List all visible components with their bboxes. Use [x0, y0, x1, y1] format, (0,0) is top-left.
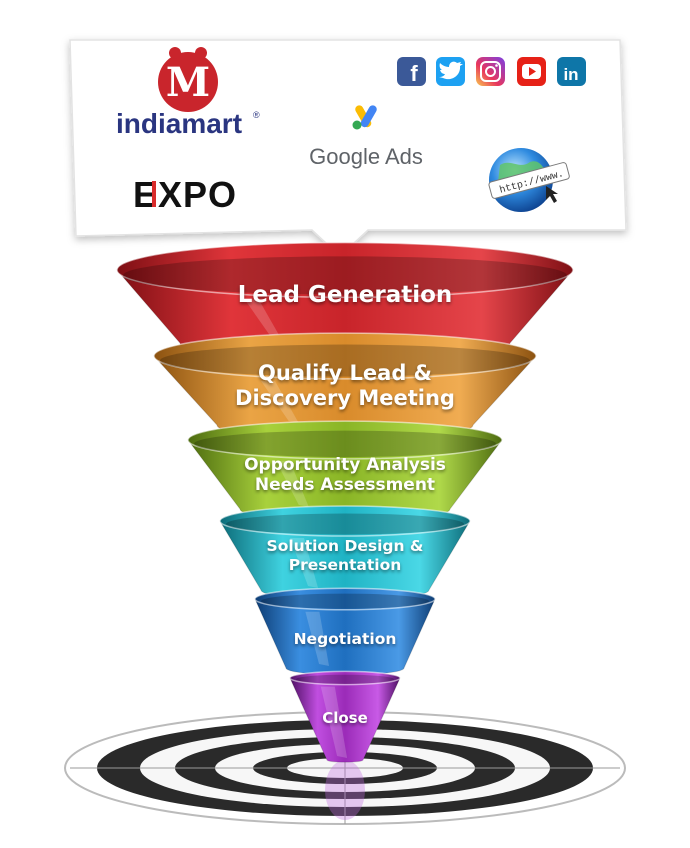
- social-icons: f in: [397, 57, 586, 86]
- linkedin-icon: in: [557, 57, 586, 86]
- expo-logo: EXPO: [133, 174, 237, 215]
- twitter-icon: [436, 57, 465, 86]
- funnel: [115, 241, 575, 763]
- stage-qualify-lead: Qualify Lead & Discovery Meeting: [0, 361, 690, 411]
- facebook-icon: f: [397, 57, 426, 86]
- stage-label-line: Negotiation: [293, 630, 397, 648]
- svg-text:in: in: [563, 65, 578, 84]
- google-ads-logo: Google Ads: [309, 105, 423, 169]
- stage-lead-generation: Lead Generation: [0, 282, 690, 308]
- funnel-segment-opportunity-analysis: [186, 420, 504, 523]
- funnel-segment-close: [289, 670, 401, 763]
- indiamart-wordmark: indiamart: [116, 108, 242, 139]
- stage-label-line: Discovery Meeting: [235, 386, 455, 411]
- funnel-segment-negotiation: [254, 587, 436, 676]
- youtube-icon: [517, 57, 546, 86]
- stage-label-line: Lead Generation: [237, 282, 453, 308]
- svg-text:EXPO: EXPO: [133, 174, 237, 215]
- stage-label-line: Opportunity Analysis: [244, 455, 446, 475]
- google-ads-icon: [352, 105, 377, 130]
- svg-text:f: f: [410, 61, 418, 86]
- svg-text:M: M: [166, 59, 210, 106]
- stage-label-line: Qualify Lead &: [258, 361, 432, 385]
- stage-opportunity-analysis: Opportunity Analysis Needs Assessment: [0, 455, 690, 496]
- stage-label-line: Close: [322, 709, 368, 727]
- stage-label-line: Needs Assessment: [254, 475, 436, 496]
- funnel-segment-solution-design: [219, 505, 471, 601]
- website-globe-icon: http://www.: [488, 148, 570, 212]
- instagram-icon: [476, 57, 505, 86]
- registered-mark: ®: [253, 110, 260, 120]
- stage-label-line: Presentation: [288, 555, 402, 574]
- google-ads-wordmark: Google Ads: [309, 144, 423, 169]
- funnel-segment-qualify-lead: [152, 332, 538, 441]
- stage-negotiation: Negotiation: [0, 630, 690, 648]
- stage-solution-design: Solution Design & Presentation: [0, 537, 690, 574]
- stage-label-line: Solution Design &: [266, 537, 424, 555]
- stage-close: Close: [0, 709, 690, 727]
- indiamart-logo: M indiamart ®: [116, 47, 260, 139]
- target-board: [64, 711, 626, 825]
